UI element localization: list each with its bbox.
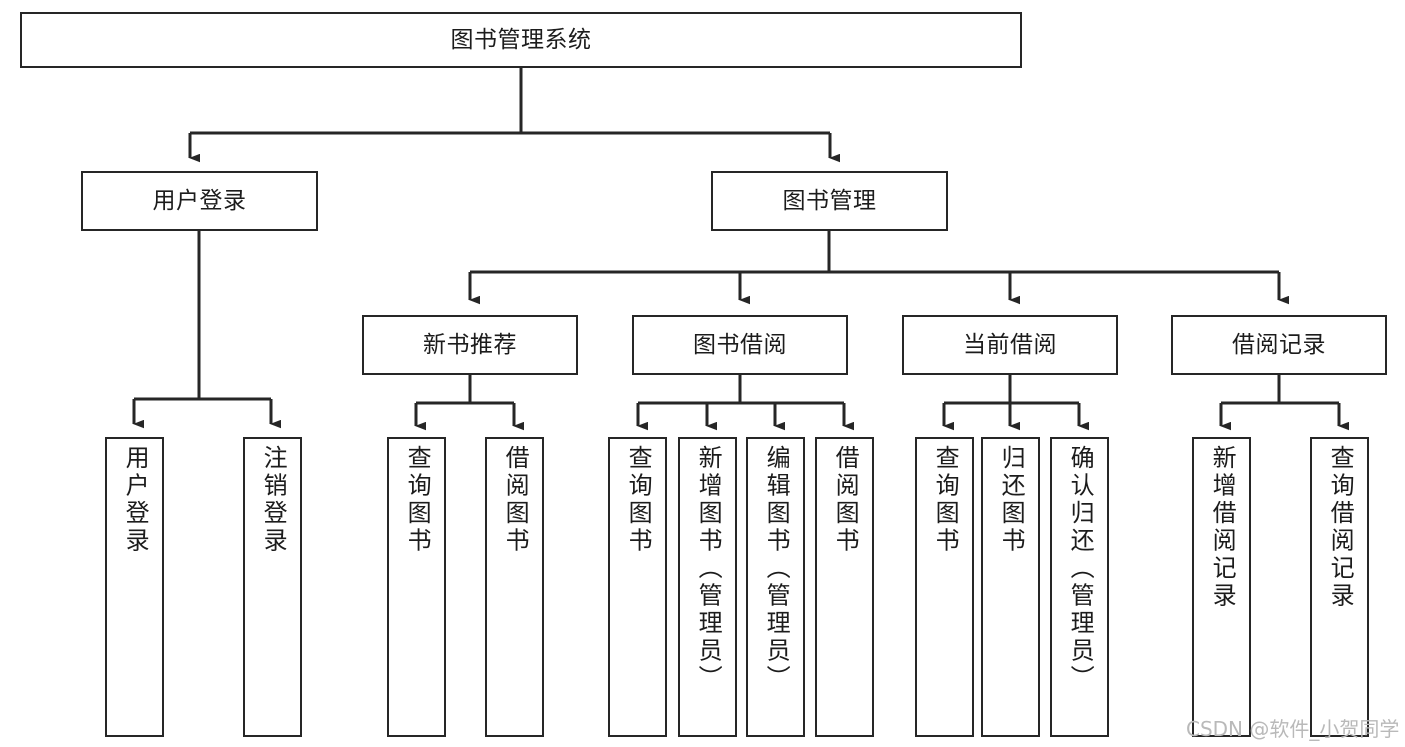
node-label: 借阅记录 <box>1232 331 1326 358</box>
leaf-logout[interactable]: 注销登录 <box>243 437 302 737</box>
leaf-edit-book-admin[interactable]: 编辑图书（管理员） <box>746 437 805 737</box>
leaf-query-book-current[interactable]: 查询图书 <box>915 437 974 737</box>
node-borrow-record[interactable]: 借阅记录 <box>1171 315 1387 375</box>
leaf-user-login[interactable]: 用户登录 <box>105 437 164 737</box>
leaf-query-book-rec[interactable]: 查询图书 <box>387 437 446 737</box>
node-label: 借阅图书 <box>501 445 529 555</box>
node-label: 图书管理系统 <box>450 26 592 53</box>
node-label: 归还图书 <box>997 445 1025 555</box>
node-label: 查询图书 <box>931 445 959 555</box>
node-book-borrow[interactable]: 图书借阅 <box>632 315 848 375</box>
node-user-login[interactable]: 用户登录 <box>81 171 318 231</box>
node-label: 新增图书（管理员） <box>694 445 722 693</box>
node-label: 新增借阅记录 <box>1208 445 1236 610</box>
leaf-confirm-return-admin[interactable]: 确认归还（管理员） <box>1050 437 1109 737</box>
leaf-query-borrow-record[interactable]: 查询借阅记录 <box>1310 437 1369 737</box>
node-root-system[interactable]: 图书管理系统 <box>20 12 1022 68</box>
node-label: 注销登录 <box>259 445 287 555</box>
node-label: 用户登录 <box>121 445 149 555</box>
node-label: 编辑图书（管理员） <box>762 445 790 693</box>
leaf-return-book[interactable]: 归还图书 <box>981 437 1040 737</box>
csdn-watermark: CSDN @软件_小贺同学 <box>1186 717 1400 741</box>
leaf-query-book-borrow[interactable]: 查询图书 <box>608 437 667 737</box>
node-current-borrow[interactable]: 当前借阅 <box>902 315 1118 375</box>
leaf-add-book-admin[interactable]: 新增图书（管理员） <box>678 437 737 737</box>
leaf-borrow-book-rec[interactable]: 借阅图书 <box>485 437 544 737</box>
node-book-management[interactable]: 图书管理 <box>711 171 948 231</box>
node-label: 查询图书 <box>624 445 652 555</box>
leaf-borrow-book[interactable]: 借阅图书 <box>815 437 874 737</box>
leaf-add-borrow-record[interactable]: 新增借阅记录 <box>1192 437 1251 737</box>
node-label: 查询图书 <box>403 445 431 555</box>
node-label: 新书推荐 <box>423 331 517 358</box>
node-label: 查询借阅记录 <box>1326 445 1354 610</box>
node-label: 确认归还（管理员） <box>1066 445 1094 693</box>
node-new-book-recommend[interactable]: 新书推荐 <box>362 315 578 375</box>
node-label: 图书管理 <box>782 187 877 214</box>
node-label: 当前借阅 <box>963 331 1057 358</box>
node-label: 用户登录 <box>152 187 247 214</box>
node-label: 借阅图书 <box>831 445 859 555</box>
node-label: 图书借阅 <box>693 331 787 358</box>
